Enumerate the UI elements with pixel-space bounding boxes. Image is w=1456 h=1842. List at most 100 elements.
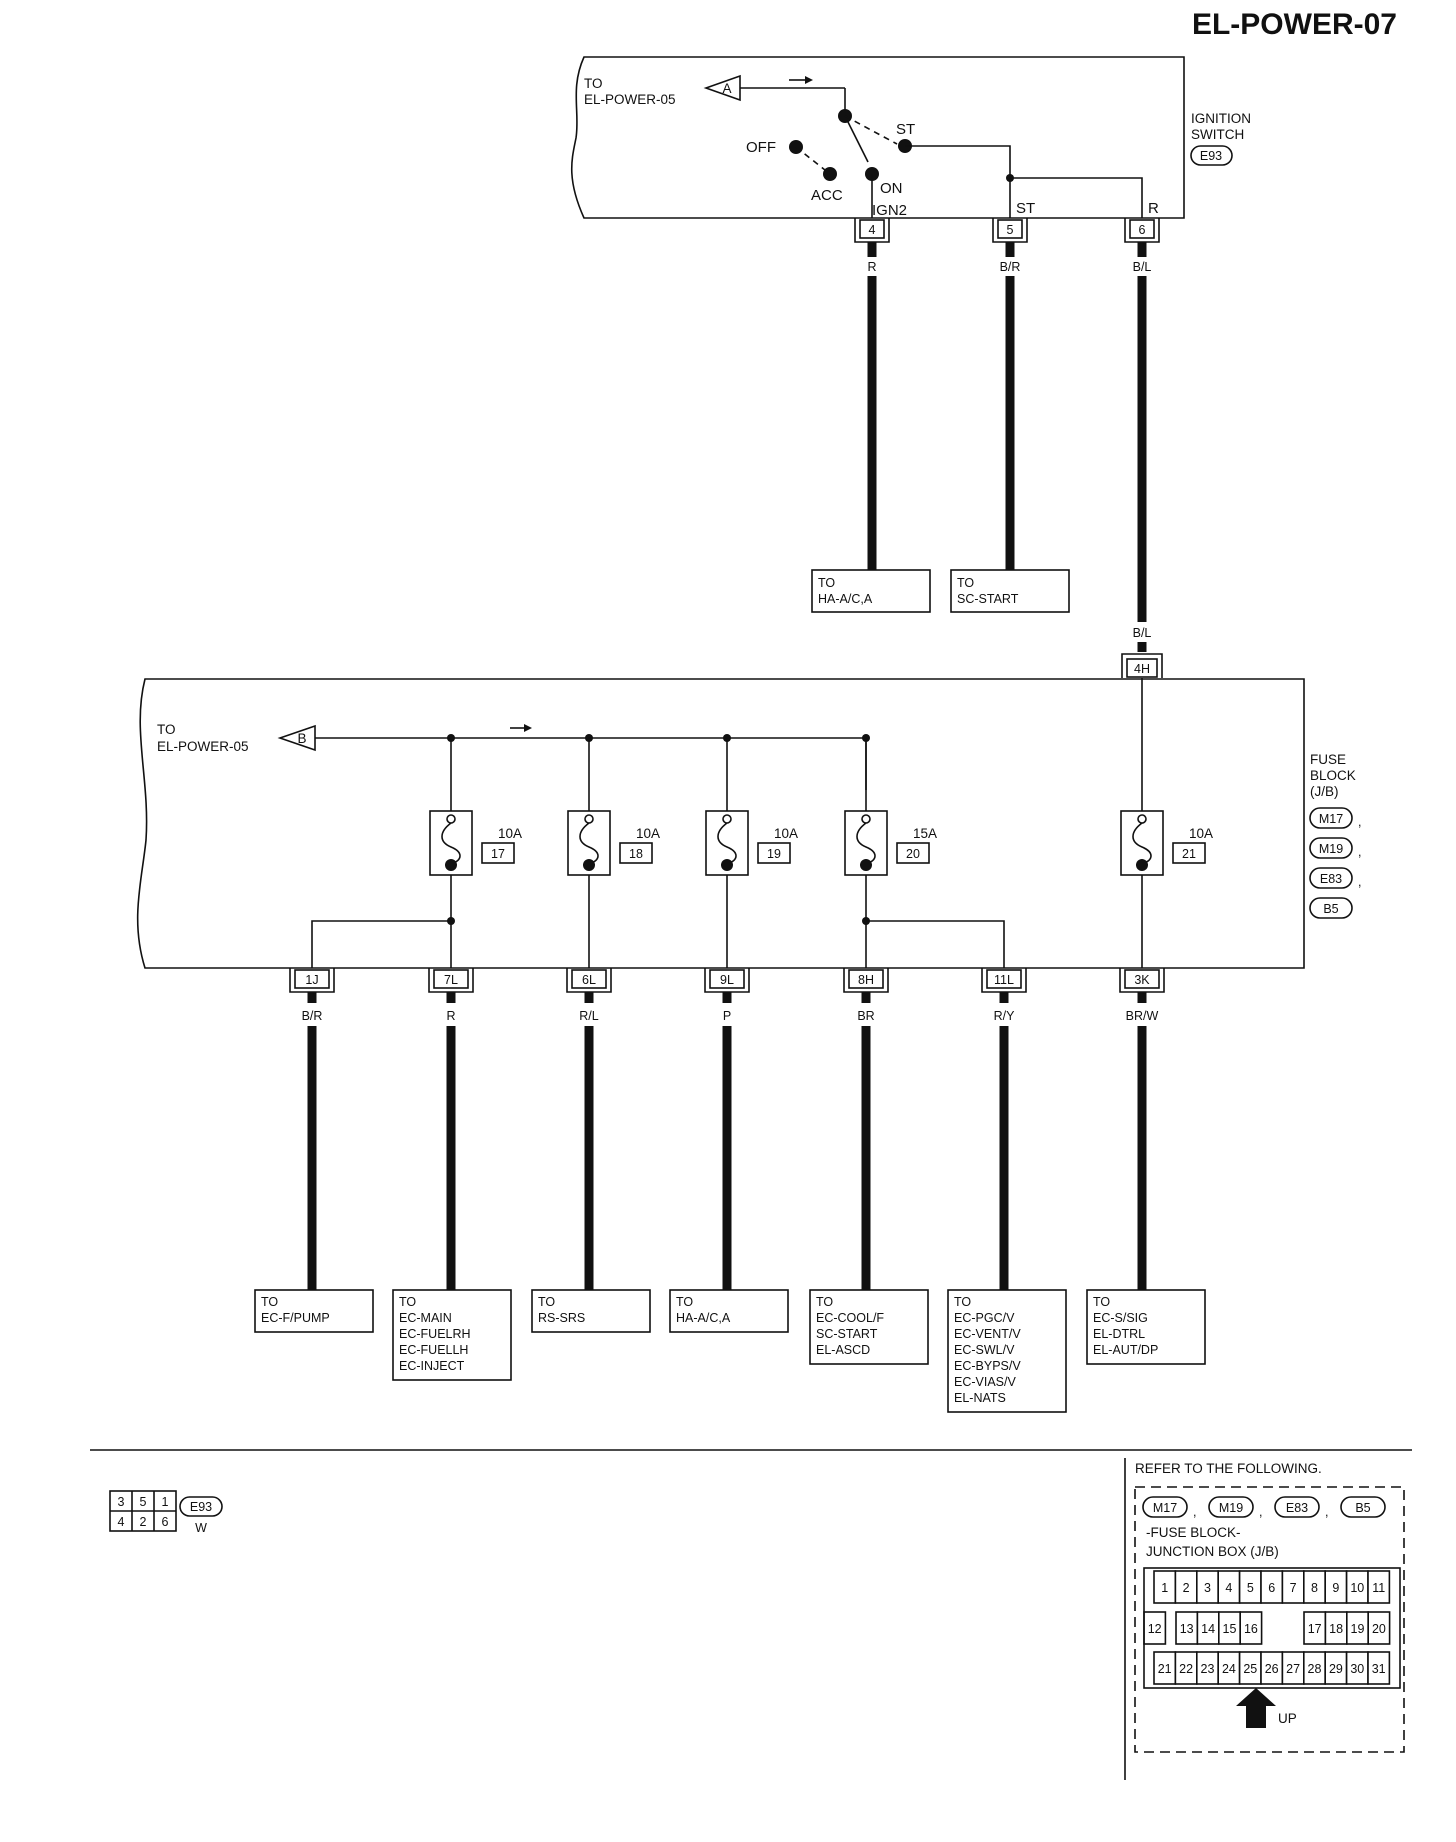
pin-number: 22 <box>1179 1662 1193 1676</box>
ignition-connector-label: E93 <box>1200 149 1222 163</box>
connector-separator: , <box>1358 875 1361 889</box>
connector-badge-label: E83 <box>1320 872 1342 886</box>
fuse-component-line2: BLOCK <box>1310 768 1356 783</box>
pin-cell <box>1367 1651 1391 1685</box>
pin-number: 21 <box>1158 1662 1172 1676</box>
connector-terminal-label: 1J <box>305 973 318 987</box>
pin-cell: 6 <box>162 1515 169 1529</box>
fuse-feed-wire: B/L <box>1133 626 1152 640</box>
dest-line: SC-START <box>816 1327 878 1341</box>
connector-separator: , <box>1358 815 1361 829</box>
fuse-amperage: 10A <box>636 826 660 841</box>
pin-number: 9 <box>1332 1581 1339 1595</box>
output-11L: 11LR/YTOEC-PGC/VEC-VENT/VEC-SWL/VEC-BYPS… <box>947 968 1067 1413</box>
fuse-element-icon <box>441 822 461 865</box>
dest-line: EC-PGC/V <box>954 1311 1015 1325</box>
pin-number: 19 <box>1351 1622 1365 1636</box>
connector-terminal <box>433 969 469 989</box>
fuse-amperage: 10A <box>774 826 798 841</box>
dest-line: TO <box>816 1295 833 1309</box>
pin-number: 8 <box>1311 1581 1318 1595</box>
terminal-6: 6 B/L B/L 4H <box>1121 218 1163 678</box>
pin-grid-frame <box>1143 1567 1401 1689</box>
pin-cell: 2 <box>140 1515 147 1529</box>
connector-terminal-label: 6L <box>582 973 596 987</box>
fuse-outputs: 1JB/RTOEC-F/PUMP7LRTOEC-MAINEC-FUELRHEC-… <box>254 968 1206 1413</box>
reference-title: REFER TO THE FOLLOWING. <box>1135 1461 1322 1476</box>
dest-line: EC-S/SIG <box>1093 1311 1148 1325</box>
fuse-to-target: EL-POWER-05 <box>157 739 249 754</box>
wire-color: B/R <box>302 1009 323 1023</box>
pin-number: 10 <box>1350 1581 1364 1595</box>
reference-desc-line2: JUNCTION BOX (J/B) <box>1146 1544 1279 1559</box>
pin-number: 18 <box>1329 1622 1343 1636</box>
reference-connectors: M17,M19,E83,B5 <box>1142 1496 1386 1519</box>
dest-line: EC-BYPS/V <box>954 1359 1021 1373</box>
connector-terminal-label: 11L <box>994 973 1014 987</box>
connector-terminal-label: 8H <box>858 973 874 987</box>
fuse-number: 17 <box>491 847 505 861</box>
fuse-amperage: 10A <box>498 826 522 841</box>
dest-line: EL-AUT/DP <box>1093 1343 1158 1357</box>
fuse-element-icon <box>1132 822 1152 865</box>
pin-number: 20 <box>1372 1622 1386 1636</box>
pin-number: 5 <box>1247 1581 1254 1595</box>
dest-line: RS-SRS <box>538 1311 585 1325</box>
connector-badge <box>1142 1496 1188 1518</box>
wire-color: R/Y <box>994 1009 1016 1023</box>
connector-terminal <box>848 969 884 989</box>
pin-cell <box>1367 1611 1391 1645</box>
pin-cell <box>1239 1611 1263 1645</box>
pos-st-label: ST <box>896 121 915 138</box>
page-title: EL-POWER-07 <box>1192 8 1397 41</box>
pin-number: 29 <box>1329 1662 1343 1676</box>
connector-badge <box>1274 1496 1320 1518</box>
dest-line: TO <box>818 576 835 590</box>
connector-badge <box>1309 897 1353 919</box>
connector-e93-color: W <box>195 1521 207 1535</box>
connector-badge-label: B5 <box>1355 1501 1370 1515</box>
dest-line: TO <box>538 1295 555 1309</box>
fuse-feed-connector: 4H <box>1134 662 1150 676</box>
term-r-label: R <box>1148 200 1159 217</box>
reference-panel: REFER TO THE FOLLOWING. M17,M19,E83,B5 -… <box>1124 1458 1405 1780</box>
pin-cell: 1 <box>162 1495 169 1509</box>
dest-box <box>809 1289 929 1365</box>
up-arrow-icon <box>1236 1688 1276 1728</box>
pin-number: 26 <box>1265 1662 1279 1676</box>
connector-terminal <box>571 969 607 989</box>
terminal-num: 4 <box>869 223 876 237</box>
pos-off-label: OFF <box>746 139 776 156</box>
dest-line: EC-COOL/F <box>816 1311 884 1325</box>
pin-number: 7 <box>1290 1581 1297 1595</box>
terminal-5: 5 B/R <box>992 218 1028 571</box>
fuse-component-line3: (J/B) <box>1310 784 1339 799</box>
wire-color: P <box>723 1009 731 1023</box>
connector-badge <box>1309 837 1353 859</box>
connector-terminal <box>986 969 1022 989</box>
dest-box <box>254 1289 374 1333</box>
wire-color: R <box>867 260 876 274</box>
dest-box <box>392 1289 512 1381</box>
pos-acc-label: ACC <box>811 187 843 204</box>
connector-e93-face: 3 5 1 4 2 6 E93 W <box>109 1490 223 1535</box>
dest-line: EC-MAIN <box>399 1311 452 1325</box>
fuse-element-icon <box>717 822 737 865</box>
wire-color: R <box>446 1009 455 1023</box>
up-label: UP <box>1278 1711 1297 1726</box>
dest-box <box>531 1289 651 1333</box>
pin-number: 11 <box>1372 1581 1385 1595</box>
pin-number: 16 <box>1244 1622 1258 1636</box>
connector-badge-label: M17 <box>1319 812 1343 826</box>
ignition-to-target: EL-POWER-05 <box>584 92 676 107</box>
arrow-icon <box>805 76 813 84</box>
